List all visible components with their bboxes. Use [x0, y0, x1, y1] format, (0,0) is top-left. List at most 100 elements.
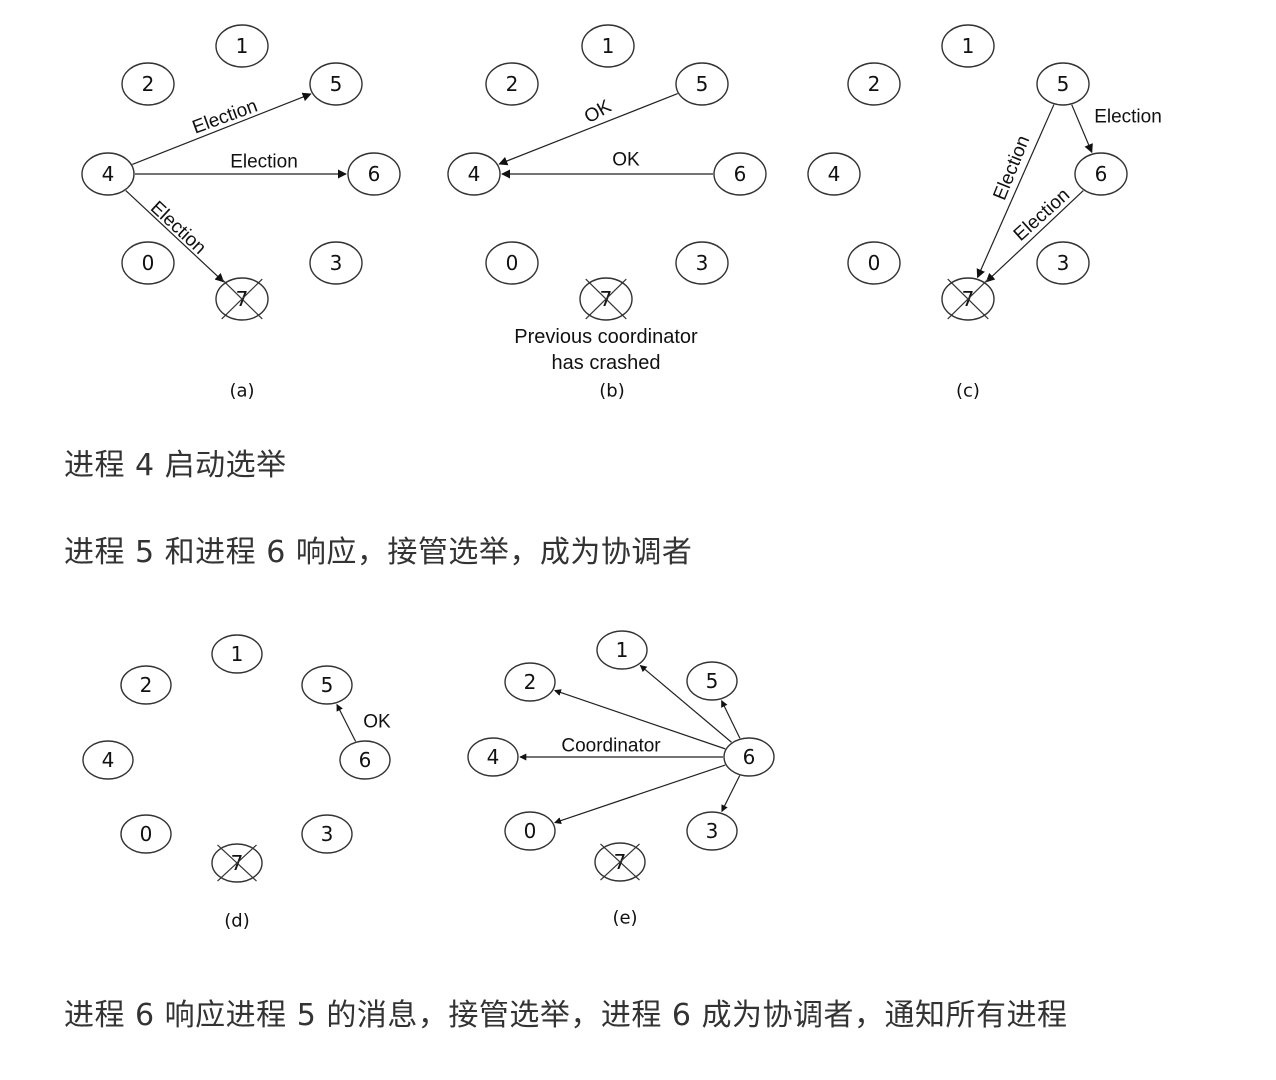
panel-a: ElectionElectionElection12546037(a): [81, 24, 401, 402]
node-label: 1: [236, 34, 249, 58]
crash-note-line: has crashed: [552, 352, 661, 374]
node-label: 6: [1095, 162, 1108, 186]
process-node-0: 0: [120, 814, 172, 854]
edge-6-to-0: [554, 764, 726, 824]
edge-6-to-1: [639, 664, 732, 743]
process-node-3: 3: [301, 814, 353, 854]
node-label: 1: [602, 34, 615, 58]
node-label: 3: [696, 251, 709, 275]
process-node-4: 4: [807, 152, 861, 196]
edge-5-to-4: OK: [498, 93, 678, 166]
edge-label: Election: [990, 133, 1035, 204]
process-node-3: 3: [675, 241, 729, 285]
edge-label: Election: [1094, 107, 1162, 128]
edge-6-to-4: OK: [501, 150, 713, 179]
node-label: 0: [140, 822, 153, 846]
process-node-0: 0: [504, 811, 556, 851]
process-node-2: 2: [485, 62, 539, 106]
process-node-5: 5: [309, 62, 363, 106]
node-label: 1: [231, 642, 244, 666]
node-label: 2: [524, 670, 537, 694]
process-node-2: 2: [121, 62, 175, 106]
edge-label: Election: [230, 152, 298, 173]
process-node-4: 4: [447, 152, 501, 196]
edge-6-to-2: [554, 689, 726, 750]
edge-4-to-6: Election: [135, 152, 347, 179]
process-node-7: 7: [579, 277, 633, 321]
edge-label: OK: [581, 96, 616, 128]
process-node-7: 7: [211, 843, 263, 883]
node-label: 4: [487, 745, 500, 769]
node-label: 4: [828, 162, 841, 186]
process-node-4: 4: [81, 152, 135, 196]
crashed-cross-icon: [221, 278, 263, 320]
edge-6-to-4: Coordinator: [519, 736, 723, 761]
process-node-3: 3: [1036, 241, 1090, 285]
edge-6-to-5: [721, 699, 741, 739]
node-label: 3: [1057, 251, 1070, 275]
node-label: 0: [524, 819, 537, 843]
edge-label: Coordinator: [561, 736, 661, 757]
process-node-7: 7: [594, 842, 646, 882]
paragraph-step-1: 进程 4 启动选举: [64, 448, 287, 483]
node-label: 3: [330, 251, 343, 275]
edge-6-to-3: [721, 775, 741, 813]
node-label: 3: [321, 822, 334, 846]
process-node-6: 6: [339, 740, 391, 780]
edge-label: OK: [612, 150, 640, 171]
process-node-1: 1: [211, 634, 263, 674]
process-node-0: 0: [121, 241, 175, 285]
node-label: 6: [368, 162, 381, 186]
crashed-cross-icon: [600, 843, 640, 881]
paragraph-step-3: 进程 6 响应进程 5 的消息，接管选举，进程 6 成为协调者，通知所有进程: [64, 998, 1068, 1033]
panel-e: Coordinator12546037(e): [467, 630, 775, 929]
node-label: 2: [868, 72, 881, 96]
process-node-6: 6: [347, 152, 401, 196]
node-label: 5: [706, 669, 719, 693]
crashed-cross-icon: [585, 278, 627, 320]
node-label: 2: [142, 72, 155, 96]
process-node-0: 0: [847, 241, 901, 285]
crash-note-line: Previous coordinator: [514, 326, 698, 348]
process-node-5: 5: [1036, 62, 1090, 106]
node-label: 1: [962, 34, 975, 58]
process-node-4: 4: [467, 737, 519, 777]
panel-caption: (d): [224, 911, 249, 932]
node-label: 5: [321, 673, 334, 697]
edge-label: Election: [190, 96, 261, 139]
panel-caption: (a): [229, 381, 254, 402]
node-label: 3: [706, 819, 719, 843]
node-label: 2: [140, 673, 153, 697]
node-label: 4: [102, 162, 115, 186]
node-label: 4: [468, 162, 481, 186]
process-node-5: 5: [675, 62, 729, 106]
process-node-2: 2: [847, 62, 901, 106]
node-label: 6: [734, 162, 747, 186]
edge-5-to-6: Election: [1071, 104, 1162, 154]
crashed-cross-icon: [217, 844, 257, 882]
panel-c: ElectionElectionElection12546037(c): [807, 24, 1162, 402]
panel-caption: (e): [612, 908, 637, 929]
process-node-2: 2: [504, 662, 556, 702]
node-label: 6: [359, 748, 372, 772]
node-label: 2: [506, 72, 519, 96]
edge-label: OK: [363, 712, 391, 733]
process-node-3: 3: [686, 811, 738, 851]
node-label: 6: [743, 745, 756, 769]
panel-b: OK OK 1 2 5 4 6 0 3 7Previous coordinator has cras…: [447, 24, 767, 402]
crashed-cross-icon: [947, 278, 989, 320]
process-node-7: 7: [941, 277, 995, 321]
panel-caption: (b): [599, 381, 624, 402]
panel-d: OK12546037(d): [82, 634, 391, 932]
process-node-2: 2: [120, 665, 172, 705]
edge-label: Election: [1010, 185, 1074, 246]
node-label: 5: [330, 72, 343, 96]
process-node-1: 1: [215, 24, 269, 68]
process-node-6: 6: [1074, 152, 1128, 196]
process-node-3: 3: [309, 241, 363, 285]
process-node-0: 0: [485, 241, 539, 285]
edge-6-to-5: OK: [336, 703, 391, 742]
node-label: 0: [506, 251, 519, 275]
node-label: 5: [696, 72, 709, 96]
